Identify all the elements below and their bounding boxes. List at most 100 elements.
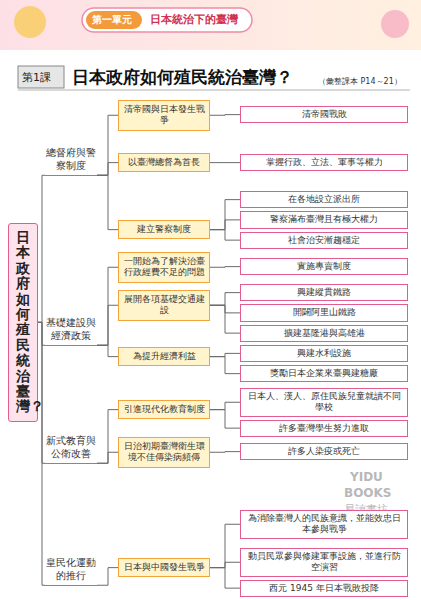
tree-connector bbox=[38, 175, 45, 322]
node-text: 興建水利設施 bbox=[246, 348, 402, 359]
node-text: 擴建基隆港與高雄港 bbox=[246, 328, 402, 339]
cause-box: 日治初期臺灣衛生環境不佳傳染病頻傳 bbox=[118, 437, 210, 468]
node-text: 一開始為了解決治臺行政經費不足的問題 bbox=[123, 256, 205, 279]
result-box: 實施專賣制度 bbox=[240, 258, 408, 275]
result-box: 為消除臺灣人的民族意識，並能效忠日本參與戰爭 bbox=[240, 510, 408, 539]
node-text: 開闢阿里山鐵路 bbox=[246, 307, 402, 318]
header-band bbox=[0, 0, 421, 50]
node-text: 社會治安漸趨穩定 bbox=[246, 235, 402, 246]
unit-tag bbox=[86, 11, 142, 29]
tree-connector bbox=[97, 267, 118, 345]
result-box: 許多臺灣學生努力進取 bbox=[240, 420, 408, 437]
node-text: 為提升經濟利益 bbox=[123, 351, 205, 362]
tree-connector bbox=[210, 305, 240, 333]
tree-connector bbox=[210, 293, 240, 306]
tree-connector bbox=[210, 451, 240, 453]
node-text: 新式教育與公衛改善 bbox=[46, 435, 96, 460]
node-text: 日治初期臺灣衛生環境不佳傳染病頻傳 bbox=[123, 441, 205, 464]
node-text: 清帝國戰敗 bbox=[246, 109, 402, 120]
topic-label: 新式教育與公衛改善 bbox=[45, 433, 97, 464]
result-box: 掌握行政、立法、軍事等權力 bbox=[240, 154, 408, 171]
tree-connector bbox=[210, 200, 240, 230]
tree-connector bbox=[210, 402, 240, 409]
node-text: 皇民化運動的推行 bbox=[46, 557, 96, 582]
node-text: 日本人、漢人、原住民族兒童就讀不同學校 bbox=[246, 391, 402, 414]
cause-box: 日本與中國發生戰爭 bbox=[118, 558, 210, 577]
result-box: 在各地設立派出所 bbox=[240, 191, 408, 208]
page-reference: （彙整課本 P14～21） bbox=[318, 76, 402, 87]
tree-connector bbox=[210, 562, 240, 567]
node-text: 獎勵日本企業來臺興建糖廠 bbox=[246, 368, 402, 379]
tree-connector bbox=[38, 322, 45, 585]
result-box: 擴建基隆港與高雄港 bbox=[240, 325, 408, 342]
tree-connector bbox=[210, 162, 240, 163]
cause-box: 清帝國與日本發生戰爭 bbox=[118, 100, 210, 131]
node-text: 警察滿布臺灣且有極大權力 bbox=[246, 214, 402, 225]
tree-connector bbox=[210, 568, 240, 589]
cause-box: 建立警察制度 bbox=[118, 220, 210, 239]
topic-label: 基礎建設與經濟政策 bbox=[45, 315, 97, 346]
result-box: 興建水利設施 bbox=[240, 345, 408, 362]
result-box: 許多人染疫或死亡 bbox=[240, 443, 408, 460]
unit-title: 日本統治下的臺灣 bbox=[150, 12, 238, 27]
node-text: 以臺灣總督為首長 bbox=[123, 157, 205, 168]
node-text: 許多臺灣學生努力進取 bbox=[246, 423, 402, 434]
tree-connector bbox=[210, 230, 240, 241]
topic-label: 皇民化運動的推行 bbox=[45, 555, 97, 586]
node-text: 清帝國與日本發生戰爭 bbox=[123, 104, 205, 127]
lesson-number: 第1課 bbox=[22, 70, 51, 85]
tree-connector bbox=[210, 410, 240, 429]
cause-box: 以臺灣總督為首長 bbox=[118, 153, 210, 172]
cause-box: 一開始為了解決治臺行政經費不足的問題 bbox=[118, 252, 210, 283]
node-text: 引進現代化教育制度 bbox=[123, 404, 205, 415]
node-text: 許多人染疫或死亡 bbox=[246, 446, 402, 457]
node-text: 基礎建設與經濟政策 bbox=[46, 317, 96, 342]
watermark: YIDU bbox=[350, 470, 383, 484]
node-text: 日本與中國發生戰爭 bbox=[123, 562, 205, 573]
node-text: 為消除臺灣人的民族意識，並能效忠日本參與戰爭 bbox=[246, 513, 402, 536]
header-icon bbox=[14, 6, 46, 38]
node-text: 西元 1945 年日本戰敗投降 bbox=[246, 583, 402, 594]
tree-connector bbox=[97, 568, 118, 586]
topic-label: 總督府與警察制度 bbox=[45, 145, 97, 176]
header-icon bbox=[381, 10, 409, 38]
tree-connector bbox=[97, 410, 118, 464]
cause-box: 為提升經濟利益 bbox=[118, 347, 210, 366]
node-text: 實施專賣制度 bbox=[246, 261, 402, 272]
tree-connector bbox=[97, 305, 118, 345]
result-box: 西元 1945 年日本戰敗投降 bbox=[240, 580, 408, 597]
tree-connector bbox=[97, 115, 118, 175]
result-box: 開闢阿里山鐵路 bbox=[240, 304, 408, 321]
tree-connector bbox=[210, 266, 240, 268]
tree-connector bbox=[210, 524, 240, 567]
lesson-title: 日本政府如何殖民統治臺灣？ bbox=[72, 66, 293, 89]
tree-connector bbox=[97, 163, 118, 176]
node-text: 建立警察制度 bbox=[123, 224, 205, 235]
node-text: 在各地設立派出所 bbox=[246, 194, 402, 205]
node-text: 總督府與警察制度 bbox=[46, 147, 96, 172]
result-box: 動員民眾參與修建軍事設施，並進行防空演習 bbox=[240, 548, 408, 577]
tree-connector bbox=[210, 220, 240, 230]
result-box: 社會治安漸趨穩定 bbox=[240, 232, 408, 249]
lesson-tag bbox=[18, 66, 64, 88]
root-box: 日本政府如何殖民統治臺灣？ bbox=[8, 223, 38, 422]
result-box: 日本人、漢人、原住民族兒童就讀不同學校 bbox=[240, 388, 408, 417]
node-text: 掌握行政、立法、軍事等權力 bbox=[246, 157, 402, 168]
unit-pill bbox=[82, 8, 252, 32]
tree-connector bbox=[97, 452, 118, 463]
result-box: 興建縱貫鐵路 bbox=[240, 284, 408, 301]
watermark: BOOKS bbox=[344, 486, 392, 500]
cause-box: 展開各項基礎交通建設 bbox=[118, 290, 210, 321]
node-text: 日本政府如何殖民統治臺灣？ bbox=[16, 230, 30, 415]
result-box: 獎勵日本企業來臺興建糖廠 bbox=[240, 365, 408, 382]
tree-connector bbox=[97, 175, 118, 229]
tree-connector bbox=[97, 345, 118, 356]
cause-box: 引進現代化教育制度 bbox=[118, 400, 210, 419]
node-text: 動員民眾參與修建軍事設施，並進行防空演習 bbox=[246, 551, 402, 574]
tree-connector bbox=[210, 357, 240, 374]
node-text: 興建縱貫鐵路 bbox=[246, 287, 402, 298]
node-text: 展開各項基礎交通建設 bbox=[123, 294, 205, 317]
result-box: 警察滿布臺灣且有極大權力 bbox=[240, 211, 408, 228]
result-box: 清帝國戰敗 bbox=[240, 106, 408, 123]
title-rule bbox=[18, 90, 410, 91]
